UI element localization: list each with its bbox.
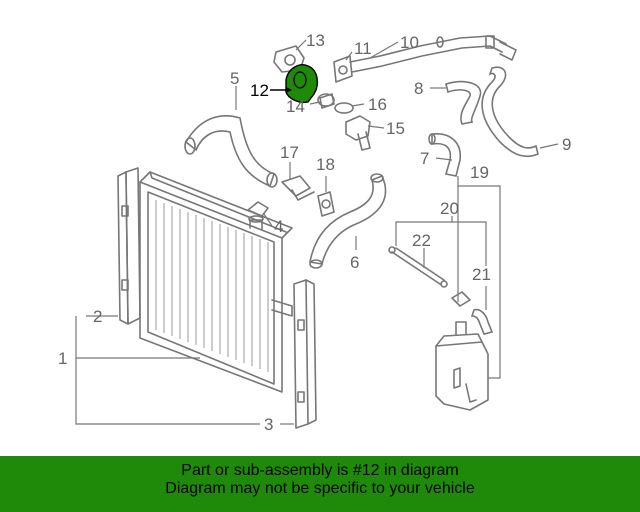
drain-cock	[247, 201, 269, 217]
callout-14: 14	[286, 97, 305, 116]
callout-7: 7	[420, 149, 429, 168]
pipe-gasket	[333, 55, 353, 83]
callout-19: 19	[470, 163, 489, 182]
banner-line-part: Part or sub-assembly is #12 in diagram	[181, 462, 459, 479]
reserve-tank-hose	[470, 308, 494, 335]
callout-21: 21	[472, 265, 491, 284]
callout-9: 9	[562, 135, 571, 154]
left-side-bracket	[117, 167, 141, 325]
outlet-gasket	[317, 191, 335, 217]
callout-5: 5	[230, 69, 239, 88]
lower-radiator-hose	[309, 173, 387, 269]
upper-radiator-hose	[184, 115, 278, 188]
callout-3: 3	[264, 415, 273, 434]
water-bypass-pipe	[349, 35, 517, 73]
callout-4: 4	[274, 217, 283, 236]
callout-12-arrow-icon	[286, 87, 292, 93]
callout-20: 20	[440, 199, 459, 218]
info-banner: Part or sub-assembly is #12 in diagram D…	[0, 456, 640, 512]
callout-1: 1	[58, 349, 67, 368]
callout-2: 2	[93, 307, 102, 326]
water-hose-long	[481, 66, 539, 158]
callout-22: 22	[412, 231, 431, 250]
callout-12: 12	[250, 81, 269, 100]
callout-17: 17	[280, 143, 299, 162]
thermostat	[317, 93, 335, 109]
callout-11: 11	[354, 39, 372, 58]
bypass-hose-short	[428, 133, 461, 177]
heater-hose	[445, 80, 482, 125]
callout-15: 15	[386, 119, 405, 138]
radiator	[139, 171, 293, 393]
overflow-tube	[388, 246, 448, 288]
banner-line-disclaimer: Diagram may not be specific to your vehi…	[165, 480, 475, 497]
callout-18: 18	[316, 155, 335, 174]
o-ring	[334, 102, 354, 114]
callout-8: 8	[414, 79, 423, 98]
water-outlet	[345, 115, 371, 151]
callout-10: 10	[400, 33, 419, 52]
right-side-bracket	[293, 279, 317, 429]
outlet-pipe	[281, 175, 315, 201]
callout-6: 6	[350, 253, 359, 272]
reserve-tank	[435, 321, 489, 411]
leader-lines	[75, 39, 559, 425]
callout-13: 13	[306, 31, 325, 50]
reserve-tank-cap	[451, 291, 471, 307]
callout-16: 16	[368, 95, 387, 114]
water-inlet-highlighted	[285, 64, 319, 104]
parts-diagram: 1 2 3 4 5 6 7 8 9 10 11 12 13 14 15 16 1…	[58, 31, 571, 434]
